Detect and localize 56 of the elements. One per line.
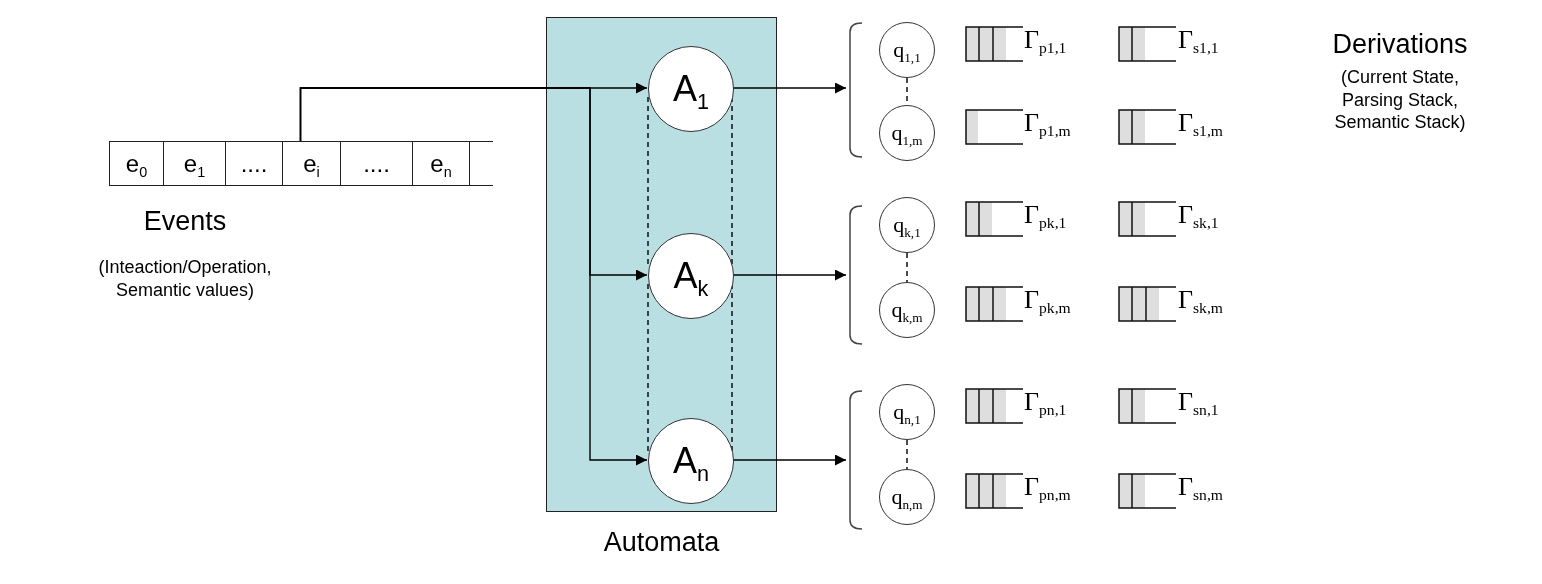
- stack-label: Γ$_{pn,m}$: [1024, 471, 1071, 504]
- stack-label: Γ$_{sk,1}$: [1178, 199, 1219, 232]
- brace: [846, 22, 862, 158]
- automaton-label: A$_{n}$: [673, 440, 709, 482]
- state-label: q$_{k,1}$: [893, 212, 921, 238]
- stack-label: Γ$_{sn,m}$: [1178, 471, 1223, 504]
- event-label: ....: [240, 149, 268, 178]
- dashed-line: [647, 283, 649, 452]
- state-circle: [879, 105, 935, 161]
- caption-note: (Inteaction/Operation, Semantic values): [97, 256, 273, 301]
- event-label: ....: [363, 149, 390, 178]
- stack-label: Γ$_{p1,1}$: [1024, 24, 1067, 57]
- stack-label: Γ$_{sk,m}$: [1178, 284, 1223, 317]
- arrow: [732, 454, 847, 466]
- tape-cell: [340, 141, 413, 186]
- state-circle: [879, 197, 935, 253]
- state-label: q$_{n,1}$: [893, 399, 921, 425]
- tape-cell: [109, 141, 164, 186]
- dashed-line: [906, 252, 908, 283]
- arrow: [299, 87, 648, 466]
- stack-label: Γ$_{s1,1}$: [1178, 24, 1219, 57]
- state-circle: [879, 384, 935, 440]
- tape-cell: [282, 141, 341, 186]
- state-circle: [879, 282, 935, 338]
- dashed-line: [647, 96, 649, 267]
- state-circle: [879, 22, 935, 78]
- stack-label: Γ$_{s1,m}$: [1178, 107, 1223, 140]
- stack-label: Γ$_{pk,m}$: [1024, 284, 1071, 317]
- label: Automata: [602, 527, 721, 558]
- caption-heading: Events: [142, 205, 228, 238]
- state-circle: [879, 469, 935, 525]
- stack-label: Γ$_{pn,1}$: [1024, 386, 1067, 419]
- automaton-label: A$_{1}$: [673, 68, 709, 110]
- brace: [846, 205, 862, 345]
- tape-cell: [469, 141, 493, 186]
- stack-label: Γ$_{p1,m}$: [1024, 107, 1071, 140]
- event-label: e$_{i}$: [303, 149, 320, 178]
- tape-cell: [163, 141, 226, 186]
- stack-label: Γ$_{sn,1}$: [1178, 386, 1219, 419]
- state-label: q$_{1,m}$: [891, 120, 923, 146]
- state-label: q$_{k,m}$: [891, 297, 923, 323]
- event-label: e$_{n}$: [430, 149, 452, 178]
- arrow: [732, 82, 847, 94]
- dashed-line: [906, 439, 908, 470]
- event-label: e$_{1}$: [183, 149, 206, 178]
- tape-cell: [225, 141, 283, 186]
- state-label: q$_{1,1}$: [893, 37, 921, 63]
- arrow: [732, 269, 847, 281]
- stack-label: Γ$_{pk,1}$: [1024, 199, 1067, 232]
- caption-heading: Derivations: [1331, 28, 1469, 61]
- event-label: e$_{0}$: [125, 149, 148, 178]
- tape-cell: [412, 141, 470, 186]
- automaton-label: A$_{k}$: [673, 255, 709, 297]
- brace: [846, 390, 862, 530]
- state-label: q$_{n,m}$: [891, 484, 923, 510]
- caption-note: (Current State, Parsing Stack, Semantic Stack): [1333, 66, 1467, 134]
